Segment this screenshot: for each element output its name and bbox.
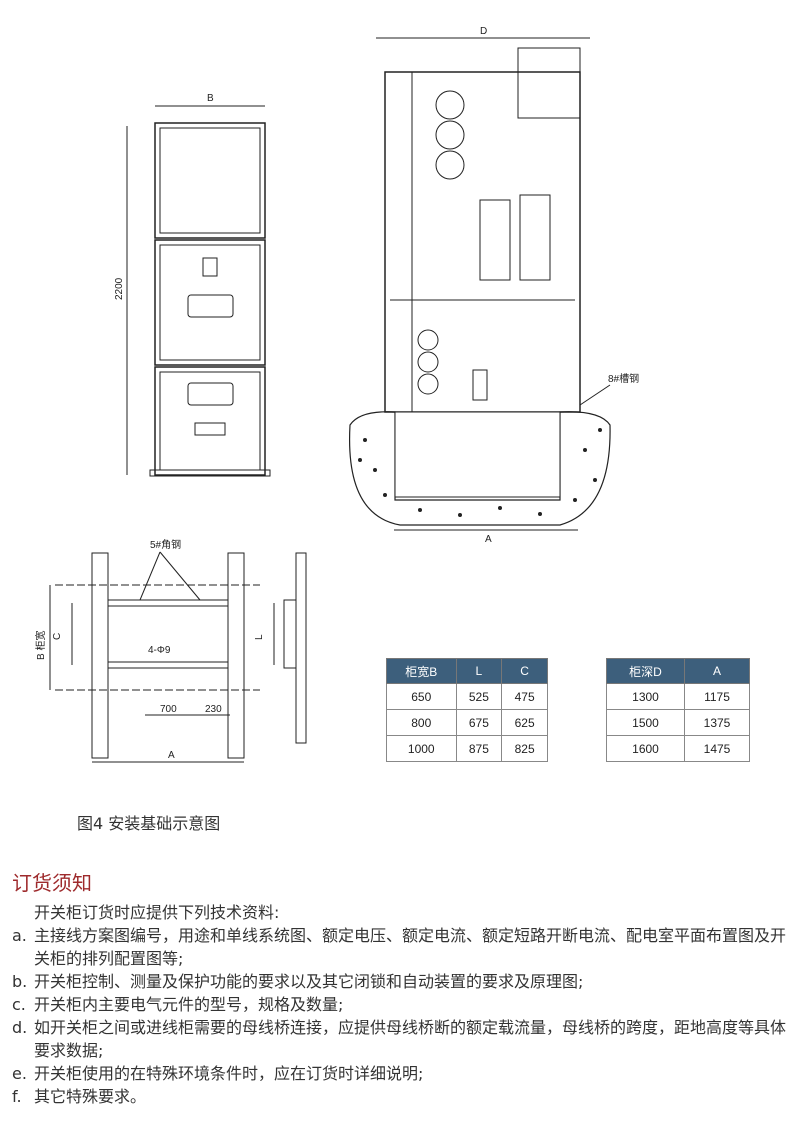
intro-text: 开关柜订货时应提供下列技术资料:	[34, 903, 280, 922]
item-label: c.	[12, 995, 26, 1014]
item-text: 主接线方案图编号，用途和单线系统图、额定电压、额定电流、额定短路开断电流、配电室…	[34, 926, 787, 968]
cell: 875	[455, 735, 503, 762]
item-text: 开关柜使用的在特殊环境条件时，应在订货时详细说明;	[34, 1064, 424, 1083]
item-label: a.	[12, 926, 27, 945]
cell: 1000	[386, 735, 457, 762]
col-header: 柜深D	[605, 658, 686, 684]
section-title: 订货须知	[12, 871, 92, 895]
cell: 800	[386, 709, 457, 736]
col-header: A	[684, 658, 750, 684]
channel-steel-label: 8#槽钢	[608, 372, 639, 385]
item-label: f.	[12, 1087, 22, 1106]
item-text: 开关柜控制、测量及保护功能的要求以及其它闭锁和自动装置的要求及原理图;	[34, 972, 584, 991]
plan-view: 5#角钢 B 柜宽 C 4-Φ9 700 230 A L	[34, 538, 307, 763]
item-text: 如开关柜之间或进线柜需要的母线桥连接，应提供母线桥断的额定载流量，母线桥的跨度，…	[34, 1018, 787, 1060]
cell: 525	[455, 683, 503, 710]
item-label: d.	[12, 1018, 28, 1037]
cell: 650	[386, 683, 457, 710]
cell: 675	[455, 709, 503, 736]
cell: 1600	[605, 735, 686, 762]
cell: 1375	[684, 709, 750, 736]
installation-drawings: B 2200 D A 8#槽钢 5#角钢 B 柜宽 C 4-Φ9 700 230	[34, 26, 639, 763]
side-base-label: A	[485, 534, 492, 545]
item-text: 其它特殊要求。	[34, 1087, 147, 1106]
front-width-label: B	[207, 93, 214, 104]
cell: 825	[501, 735, 548, 762]
list-item: b. 开关柜控制、测量及保护功能的要求以及其它闭锁和自动装置的要求及原理图;	[12, 970, 792, 993]
cell: 1500	[605, 709, 686, 736]
side-depth-label: D	[480, 26, 487, 37]
list-item: d. 如开关柜之间或进线柜需要的母线桥连接，应提供母线桥断的额定载流量，母线桥的跨…	[12, 1016, 792, 1062]
col-header: 柜宽B	[386, 658, 457, 684]
item-label: b.	[12, 972, 28, 991]
cell: 1300	[605, 683, 686, 710]
cell: 625	[501, 709, 548, 736]
angle-steel-label: 5#角钢	[150, 538, 181, 551]
figure-caption: 图4 安装基础示意图	[77, 814, 221, 833]
cell: 1475	[684, 735, 750, 762]
dim-700: 700	[160, 704, 177, 715]
cabinet-width-label: B 柜宽	[34, 631, 47, 660]
cell: 1175	[684, 683, 750, 710]
c-dim-label: C	[52, 633, 63, 640]
item-text: 开关柜内主要电气元件的型号，规格及数量;	[34, 995, 344, 1014]
hole-label: 4-Φ9	[148, 645, 171, 656]
col-header: C	[501, 658, 548, 684]
l-dim-label: L	[254, 634, 265, 640]
list-item: e. 开关柜使用的在特殊环境条件时，应在订货时详细说明;	[12, 1062, 792, 1085]
front-height-label: 2200	[114, 277, 125, 300]
list-item: c. 开关柜内主要电气元件的型号，规格及数量;	[12, 993, 792, 1016]
ordering-notes: 订货须知 开关柜订货时应提供下列技术资料: a. 主接线方案图编号，用途和单线系统…	[12, 872, 792, 1108]
plan-a-label: A	[168, 750, 175, 761]
list-item: a. 主接线方案图编号，用途和单线系统图、额定电压、额定电流、额定短路开断电流、配…	[12, 924, 792, 970]
item-label: e.	[12, 1064, 27, 1083]
side-view: D A 8#槽钢	[348, 26, 639, 545]
col-header: L	[455, 658, 503, 684]
front-view: B 2200	[114, 93, 271, 477]
dim-230: 230	[205, 704, 222, 715]
cell: 475	[501, 683, 548, 710]
list-item: f. 其它特殊要求。	[12, 1085, 792, 1108]
